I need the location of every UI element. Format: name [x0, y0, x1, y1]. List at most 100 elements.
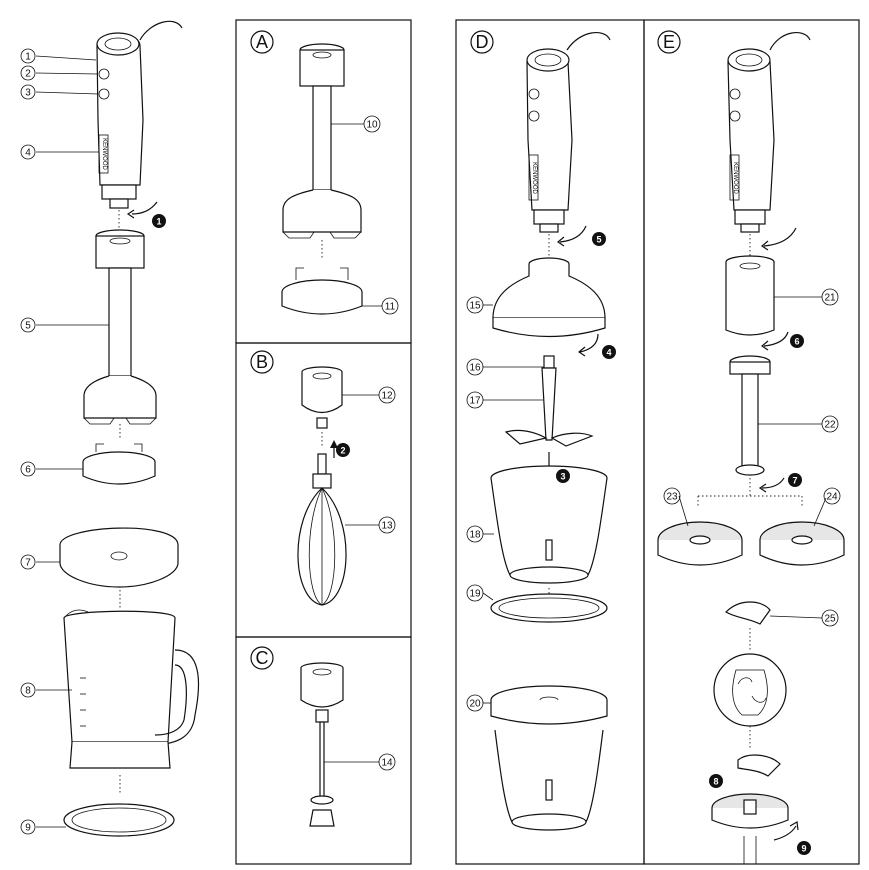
callout-number: 23	[666, 492, 678, 503]
callout-leaders	[35, 55, 827, 828]
step-9: 9	[797, 841, 811, 855]
callout-15: 15	[466, 296, 484, 314]
panel-label-d: D	[470, 30, 494, 54]
beaker-left	[63, 609, 200, 769]
beaker-lid-left	[59, 527, 179, 588]
callout-number: 24	[826, 492, 838, 503]
blade-guard-left	[82, 443, 156, 485]
chopper-storage-d	[490, 685, 608, 831]
callout-9: 9	[20, 819, 36, 835]
step-number: 8	[713, 777, 718, 787]
panel-letter: B	[256, 352, 268, 372]
whisk-b	[297, 453, 347, 606]
callout-number: 21	[824, 293, 836, 304]
masher-paddle-detail-e	[713, 653, 787, 727]
callout-number: 4	[25, 148, 31, 159]
callout-number: 5	[25, 321, 31, 332]
step-6: 6	[790, 334, 804, 348]
step-number: 9	[801, 844, 806, 854]
callout-14: 14	[378, 753, 396, 771]
callout-number: 10	[366, 120, 378, 131]
panel-label-e: E	[657, 30, 681, 54]
masher-attachment-c	[300, 662, 344, 827]
callout-24: 24	[823, 487, 841, 505]
step-2: 2	[336, 443, 350, 457]
callout-number: 16	[469, 363, 481, 374]
motor-unit-left: KENWOOD	[96, 20, 183, 209]
callout-number: 1	[25, 52, 31, 63]
callout-number: 12	[381, 391, 393, 402]
step-5: 5	[592, 232, 606, 246]
motor-unit-e: KENWOOD	[727, 32, 811, 233]
masher-disc-coarse-e	[759, 521, 845, 566]
callout-number: 17	[469, 396, 481, 407]
blade-guard-a	[281, 267, 363, 315]
blender-shaft-left	[83, 229, 157, 425]
callout-number: 19	[469, 589, 481, 600]
blender-shaft-a	[282, 43, 362, 239]
callout-8: 8	[20, 682, 36, 698]
callout-number: 14	[381, 758, 393, 769]
step-number: 1	[156, 217, 161, 227]
callout-number: 3	[25, 88, 31, 99]
beaker-base-ring-left	[63, 803, 175, 837]
step-number: 2	[340, 446, 345, 456]
step-3: 3	[556, 469, 570, 483]
panel-label-b: B	[250, 350, 274, 374]
panel-letter: E	[663, 32, 675, 52]
callout-2: 2	[20, 65, 36, 81]
step-number: 4	[606, 348, 611, 358]
step-1: 1	[152, 214, 166, 228]
callout-number: 13	[381, 521, 393, 532]
masher-paddle-e	[725, 601, 771, 625]
panel-label-a: A	[250, 30, 274, 54]
callout-23: 23	[663, 487, 681, 505]
callout-3: 3	[20, 84, 36, 100]
callout-10: 10	[363, 115, 381, 133]
chopper-bowl-d	[490, 465, 608, 584]
callout-19: 19	[466, 584, 484, 602]
callout-21: 21	[821, 288, 839, 306]
whisk-gearbox-b	[301, 366, 343, 429]
panel-frames	[235, 19, 860, 865]
panel-e-frame	[643, 19, 860, 865]
callout-6: 6	[20, 461, 36, 477]
chopper-lid-d	[492, 257, 606, 338]
callout-5: 5	[20, 317, 36, 333]
step-7: 7	[788, 473, 802, 487]
callout-22: 22	[821, 415, 839, 433]
callout-4: 4	[20, 144, 36, 160]
panel-letter: A	[256, 32, 268, 52]
callout-12: 12	[378, 386, 396, 404]
callout-number: 20	[469, 699, 481, 710]
callout-number: 2	[25, 69, 31, 80]
step-8: 8	[709, 774, 723, 788]
callout-17: 17	[466, 391, 484, 409]
callout-number: 6	[25, 465, 31, 476]
step-4: 4	[602, 345, 616, 359]
callout-number: 22	[824, 420, 836, 431]
step-number: 3	[560, 472, 565, 482]
callout-number: 9	[25, 823, 31, 834]
step-number: 5	[596, 235, 601, 245]
callout-1: 1	[20, 48, 36, 64]
brand-label: KENWOOD	[531, 162, 537, 194]
brand-label: KENWOOD	[101, 138, 107, 170]
callout-number: 25	[824, 614, 836, 625]
step-number: 6	[794, 337, 799, 347]
panel-letter: C	[256, 648, 269, 668]
masher-paddle-assembled-e	[711, 754, 789, 864]
callout-number: 15	[469, 301, 481, 312]
brand-label: KENWOOD	[732, 162, 738, 194]
masher-disc-fine-e	[657, 521, 743, 566]
panel-c-frame	[235, 636, 412, 865]
callout-number: 11	[385, 302, 396, 313]
callout-20: 20	[466, 694, 484, 712]
callout-16: 16	[466, 358, 484, 376]
panel-letter: D	[476, 32, 489, 52]
callout-7: 7	[20, 554, 36, 570]
callout-13: 13	[378, 516, 396, 534]
step-number: 7	[792, 476, 797, 486]
callout-number: 7	[25, 558, 31, 569]
